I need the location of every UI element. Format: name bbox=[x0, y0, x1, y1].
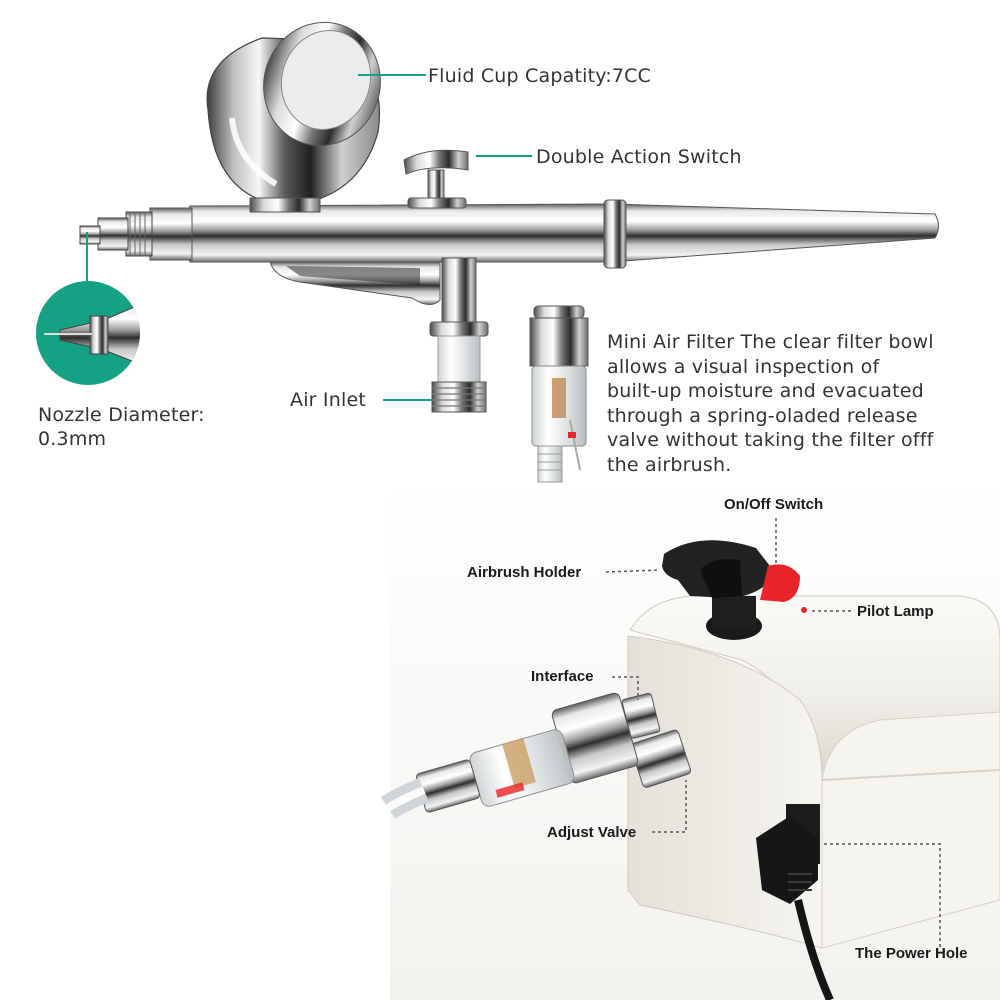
callout-lines-dashed bbox=[605, 518, 941, 948]
filter-line: through a spring-oladed release bbox=[607, 404, 918, 427]
filter-line: built-up moisture and evacuated bbox=[607, 380, 924, 402]
filter-line: allows a visual inspection of bbox=[607, 355, 880, 378]
airbrush-holder-label: Airbrush Holder bbox=[467, 564, 582, 581]
adjust-valve-label: Adjust Valve bbox=[547, 824, 637, 841]
mini-air-filter-description: Mini Air Filter The clear filter bowl al… bbox=[607, 330, 934, 477]
mini-air-filter bbox=[529, 305, 589, 483]
filter-line: the airbrush. bbox=[607, 453, 732, 476]
fluid-cup-label: Fluid Cup Capatity:7CC bbox=[428, 65, 652, 87]
pilot-lamp-label: Pilot Lamp bbox=[857, 603, 934, 620]
filter-line: valve without taking the filter offf bbox=[607, 429, 934, 451]
double-action-switch-label: Double Action Switch bbox=[536, 146, 742, 168]
interface-label: Interface bbox=[531, 668, 594, 685]
callout-lines-teal bbox=[86, 74, 532, 401]
compressor bbox=[380, 540, 1000, 1000]
airbrush bbox=[79, 21, 939, 413]
air-inlet-label: Air Inlet bbox=[290, 389, 366, 411]
on-off-switch-label: On/Off Switch bbox=[724, 496, 824, 513]
nozzle-diameter-value: 0.3mm bbox=[38, 428, 107, 450]
power-hole-label: The Power Hole bbox=[855, 945, 968, 962]
filter-line: Mini Air Filter The clear filter bowl bbox=[607, 331, 934, 353]
fluid-cup bbox=[206, 21, 381, 213]
nozzle-detail-circle bbox=[36, 281, 140, 385]
nozzle-diameter-label: Nozzle Diameter: bbox=[38, 404, 205, 426]
